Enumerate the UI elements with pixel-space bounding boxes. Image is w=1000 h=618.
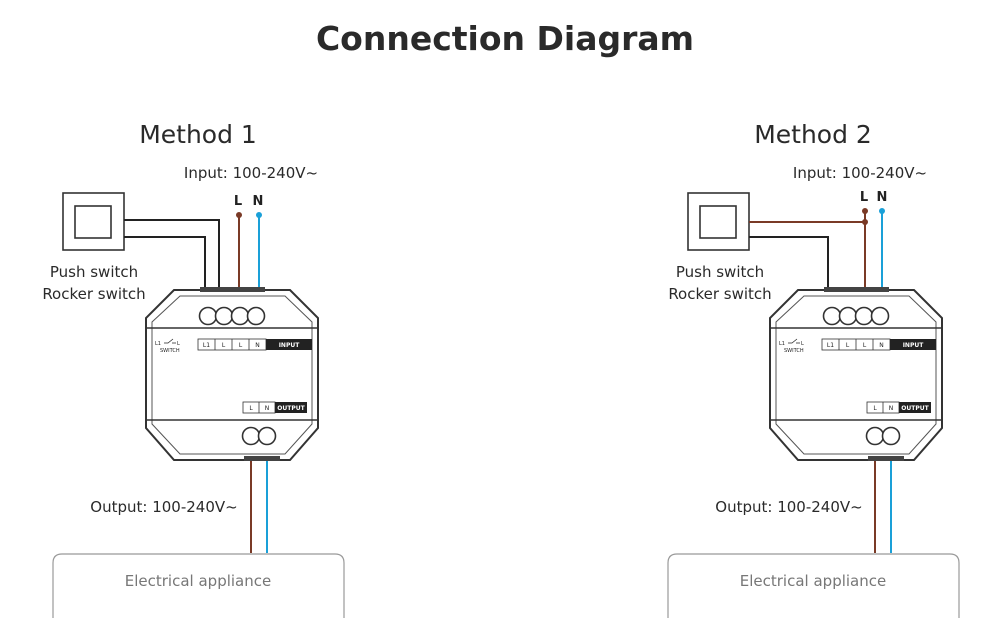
method-2-switch-mark-l1: L1 xyxy=(779,341,785,347)
method-1-switch-mark-l: L xyxy=(177,341,180,347)
method-1-appliance-label: Electrical appliance xyxy=(125,572,271,590)
method-1-term-l-b: L xyxy=(239,342,243,349)
method-2-push-switch-label: Push switch xyxy=(676,263,764,281)
method-2-out-term-l: L xyxy=(873,405,877,412)
method-1-out-term-l: L xyxy=(249,405,253,412)
method-1-l-label: L xyxy=(234,194,242,209)
method-2-term-l-b: L xyxy=(863,342,867,349)
method-1: Method 1 Input: 100-240V~ L N Push switc… xyxy=(42,120,345,618)
method-1-switch-mark-caption: SWITCH xyxy=(160,348,180,354)
method-1-controller-module: L1 L SWITCH L1 L L N INPUT L N OUTPUT xyxy=(145,287,319,461)
method-2-output-label: Output: 100-240V~ xyxy=(715,498,862,516)
method-2-input-tag: INPUT xyxy=(903,342,925,349)
method-1-input-label: Input: 100-240V~ xyxy=(184,164,318,182)
method-1-n-label: N xyxy=(253,194,264,209)
method-2-n-label: N xyxy=(877,190,888,205)
method-2-input-label: Input: 100-240V~ xyxy=(793,164,927,182)
method-1-rocker-switch-label: Rocker switch xyxy=(42,285,145,303)
method-2-term-l-a: L xyxy=(846,342,850,349)
method-1-appliance-box xyxy=(52,553,345,618)
method-2-appliance-box xyxy=(667,553,960,618)
method-1-title: Method 1 xyxy=(139,120,257,149)
method-1-output-tag: OUTPUT xyxy=(277,405,305,412)
method-2-wall-switch xyxy=(687,192,750,251)
method-1-term-l1: L1 xyxy=(203,342,210,349)
method-2-switch-mark-caption: SWITCH xyxy=(784,348,804,354)
method-1-out-term-n: N xyxy=(265,405,270,412)
method-2-controller-module: L1 L SWITCH L1 L L N INPUT L N OUTPUT xyxy=(769,287,943,461)
method-2-wires xyxy=(749,208,892,553)
method-2-out-term-n: N xyxy=(889,405,894,412)
method-2: Method 2 Input: 100-240V~ L N Push switc… xyxy=(667,120,960,618)
method-1-term-l-a: L xyxy=(222,342,226,349)
method-2-term-l1: L1 xyxy=(827,342,834,349)
method-1-switch-mark-l1: L1 xyxy=(155,341,161,347)
method-2-appliance-label: Electrical appliance xyxy=(740,572,886,590)
page-title: Connection Diagram xyxy=(316,19,694,58)
method-1-input-tag: INPUT xyxy=(279,342,301,349)
method-2-rocker-switch-label: Rocker switch xyxy=(668,285,771,303)
method-1-term-n: N xyxy=(255,342,260,349)
method-2-term-n: N xyxy=(879,342,884,349)
method-1-wires xyxy=(124,212,268,553)
method-2-title: Method 2 xyxy=(754,120,872,149)
method-2-output-tag: OUTPUT xyxy=(901,405,929,412)
method-1-push-switch-label: Push switch xyxy=(50,263,138,281)
method-1-output-label: Output: 100-240V~ xyxy=(90,498,237,516)
method-2-l-label: L xyxy=(860,190,868,205)
method-1-wall-switch xyxy=(62,192,125,251)
method-2-switch-mark-l: L xyxy=(801,341,804,347)
